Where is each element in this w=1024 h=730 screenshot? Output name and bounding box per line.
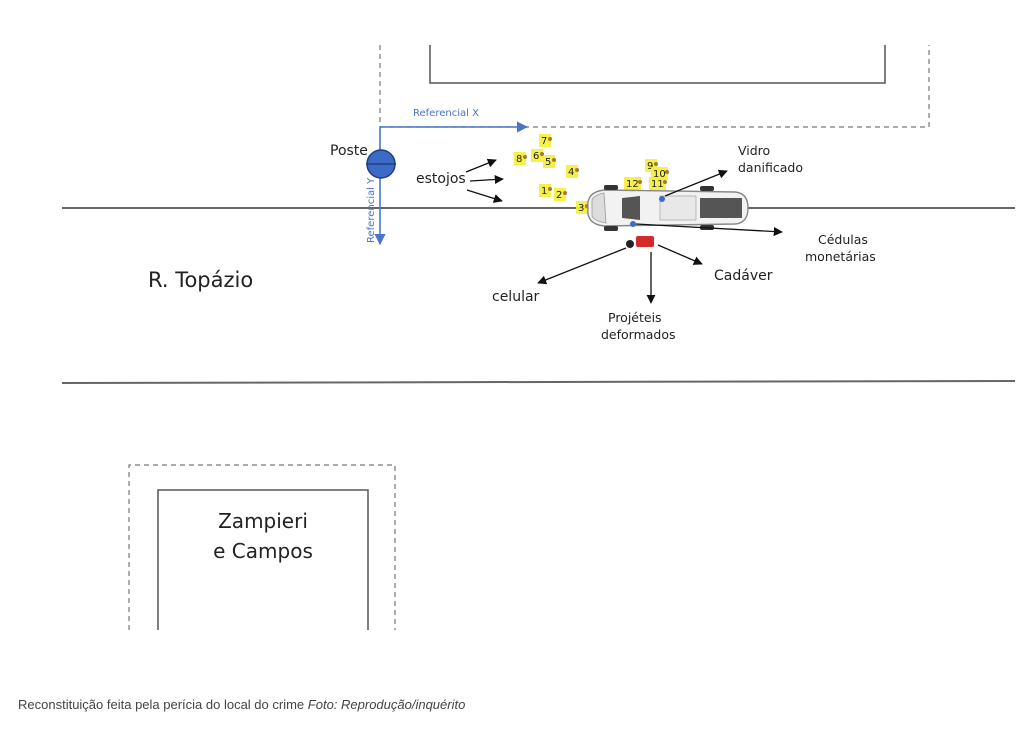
evidence-marker-3: 3 <box>576 201 589 214</box>
bills-label-line1: Cédulas <box>818 232 868 247</box>
image-caption: Reconstituição feita pela perícia do loc… <box>18 697 465 712</box>
body-icon <box>626 236 654 248</box>
bills-label-line2: monetárias <box>805 249 876 264</box>
bills-arrow <box>635 223 783 237</box>
casings-arrow-1 <box>465 158 497 173</box>
pole-icon <box>366 149 396 179</box>
top-building-outline <box>429 45 886 84</box>
evidence-marker-label: 10 <box>653 169 666 180</box>
body-arrow <box>657 244 703 265</box>
bottom-building-outline <box>157 489 369 630</box>
glass-label-line1: Vidro <box>738 143 770 158</box>
evidence-marker-label: 11 <box>651 179 664 190</box>
glass-arrow <box>664 169 728 197</box>
body-label: Cadáver <box>714 268 773 284</box>
evidence-marker-12: 12 <box>624 177 642 190</box>
evidence-marker-1: 1 <box>539 184 552 197</box>
evidence-marker-5: 5 <box>543 155 556 168</box>
phone-arrow <box>537 247 627 285</box>
phone-label: celular <box>492 289 540 305</box>
crime-scene-diagram: Referencial X Referencial Y Poste R. Top… <box>61 45 1016 630</box>
evidence-marker-label: 7 <box>541 136 547 147</box>
evidence-marker-label: 1 <box>541 186 547 197</box>
caption-text: Reconstituição feita pela perícia do loc… <box>18 697 305 712</box>
bottom-lot-boundary <box>128 464 396 630</box>
reference-x-label: Referencial X <box>413 108 479 119</box>
building-name-line1: Zampieri <box>218 509 308 533</box>
building-name-line2: e Campos <box>213 539 313 563</box>
bullets-label-line1: Projéteis <box>608 310 662 325</box>
evidence-marker-label: 12 <box>626 179 639 190</box>
evidence-marker-label: 8 <box>516 154 522 165</box>
evidence-marker-7: 7 <box>539 134 552 147</box>
evidence-marker-label: 2 <box>556 190 562 201</box>
bills-marker-icon <box>630 221 636 227</box>
evidence-marker-label: 9 <box>647 161 653 172</box>
evidence-marker-label: 4 <box>568 167 574 178</box>
evidence-marker-10: 10 <box>651 167 669 180</box>
evidence-marker-label: 5 <box>545 157 551 168</box>
casings-arrow-2 <box>469 174 504 185</box>
top-lot-boundary <box>379 45 930 128</box>
street-line-bottom <box>61 380 1016 384</box>
evidence-marker-11: 11 <box>649 177 667 190</box>
glass-label-line2: danificado <box>738 160 803 175</box>
evidence-marker-8: 8 <box>514 152 527 165</box>
caption-credit: Foto: Reprodução/inquérito <box>307 697 466 712</box>
evidence-marker-2: 2 <box>554 188 567 201</box>
street-name: R. Topázio <box>148 268 253 292</box>
bullets-label-line2: deformados <box>601 327 676 342</box>
evidence-marker-label: 6 <box>533 151 539 162</box>
casings-arrow-3 <box>466 189 503 203</box>
pole-label: Poste <box>330 143 368 159</box>
evidence-marker-4: 4 <box>566 165 579 178</box>
reference-y-label: Referencial Y <box>366 177 377 243</box>
evidence-marker-6: 6 <box>531 149 544 162</box>
car-icon <box>587 185 749 231</box>
glass-marker-icon <box>659 196 665 202</box>
casings-label: estojos <box>416 171 466 187</box>
evidence-marker-label: 3 <box>578 203 584 214</box>
